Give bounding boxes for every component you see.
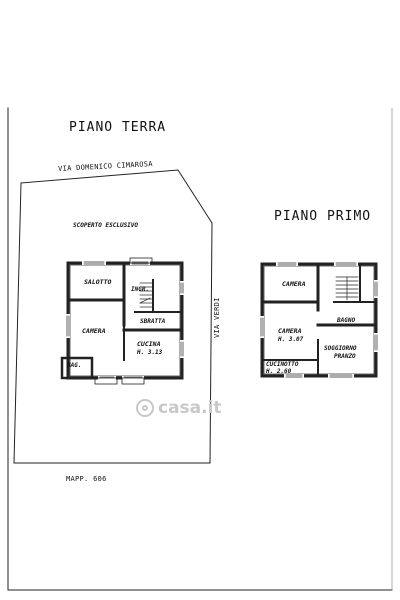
cadastral-reference: MAPP. 606 bbox=[66, 475, 107, 483]
room-label-cucina: CUCINA bbox=[137, 340, 161, 348]
room-height-camera-main: H. 3.07 bbox=[278, 336, 304, 343]
watermark: casa.it bbox=[136, 398, 222, 418]
room-label-magazzino: MAG. bbox=[67, 362, 82, 369]
room-label-salotto: SALOTTO bbox=[84, 278, 112, 286]
street-label-east: VIA VERDI bbox=[213, 297, 221, 338]
room-label-ingresso: INGR. bbox=[131, 286, 150, 293]
first-floor-plan bbox=[260, 262, 378, 378]
room-label-pranzo: PRANZO bbox=[334, 353, 356, 360]
room-label-camera-ground: CAMERA bbox=[82, 327, 106, 335]
room-label-sbratta: SBRATTA bbox=[140, 318, 166, 325]
room-label-camera-main: CAMERA bbox=[278, 327, 302, 335]
watermark-text: casa.it bbox=[158, 398, 222, 418]
room-label-cucinotto: CUCINOTTO bbox=[266, 361, 299, 368]
ground-floor-title: PIANO TERRA bbox=[69, 120, 167, 135]
outdoor-area-label: SCOPERTO ESCLUSIVO bbox=[73, 222, 139, 229]
room-height-cucinotto: H. 2.60 bbox=[266, 368, 292, 375]
ground-floor-plan bbox=[60, 257, 184, 385]
room-height-cucina: H. 3.13 bbox=[137, 349, 163, 356]
room-label-camera-top: CAMERA bbox=[282, 280, 306, 288]
first-floor-title: PIANO PRIMO bbox=[274, 209, 372, 224]
room-label-soggiorno: SOGGIORNO bbox=[324, 345, 357, 352]
watermark-logo-icon bbox=[136, 399, 154, 417]
room-label-bagno: BAGNO bbox=[337, 317, 356, 324]
lot-boundary bbox=[13, 169, 213, 464]
